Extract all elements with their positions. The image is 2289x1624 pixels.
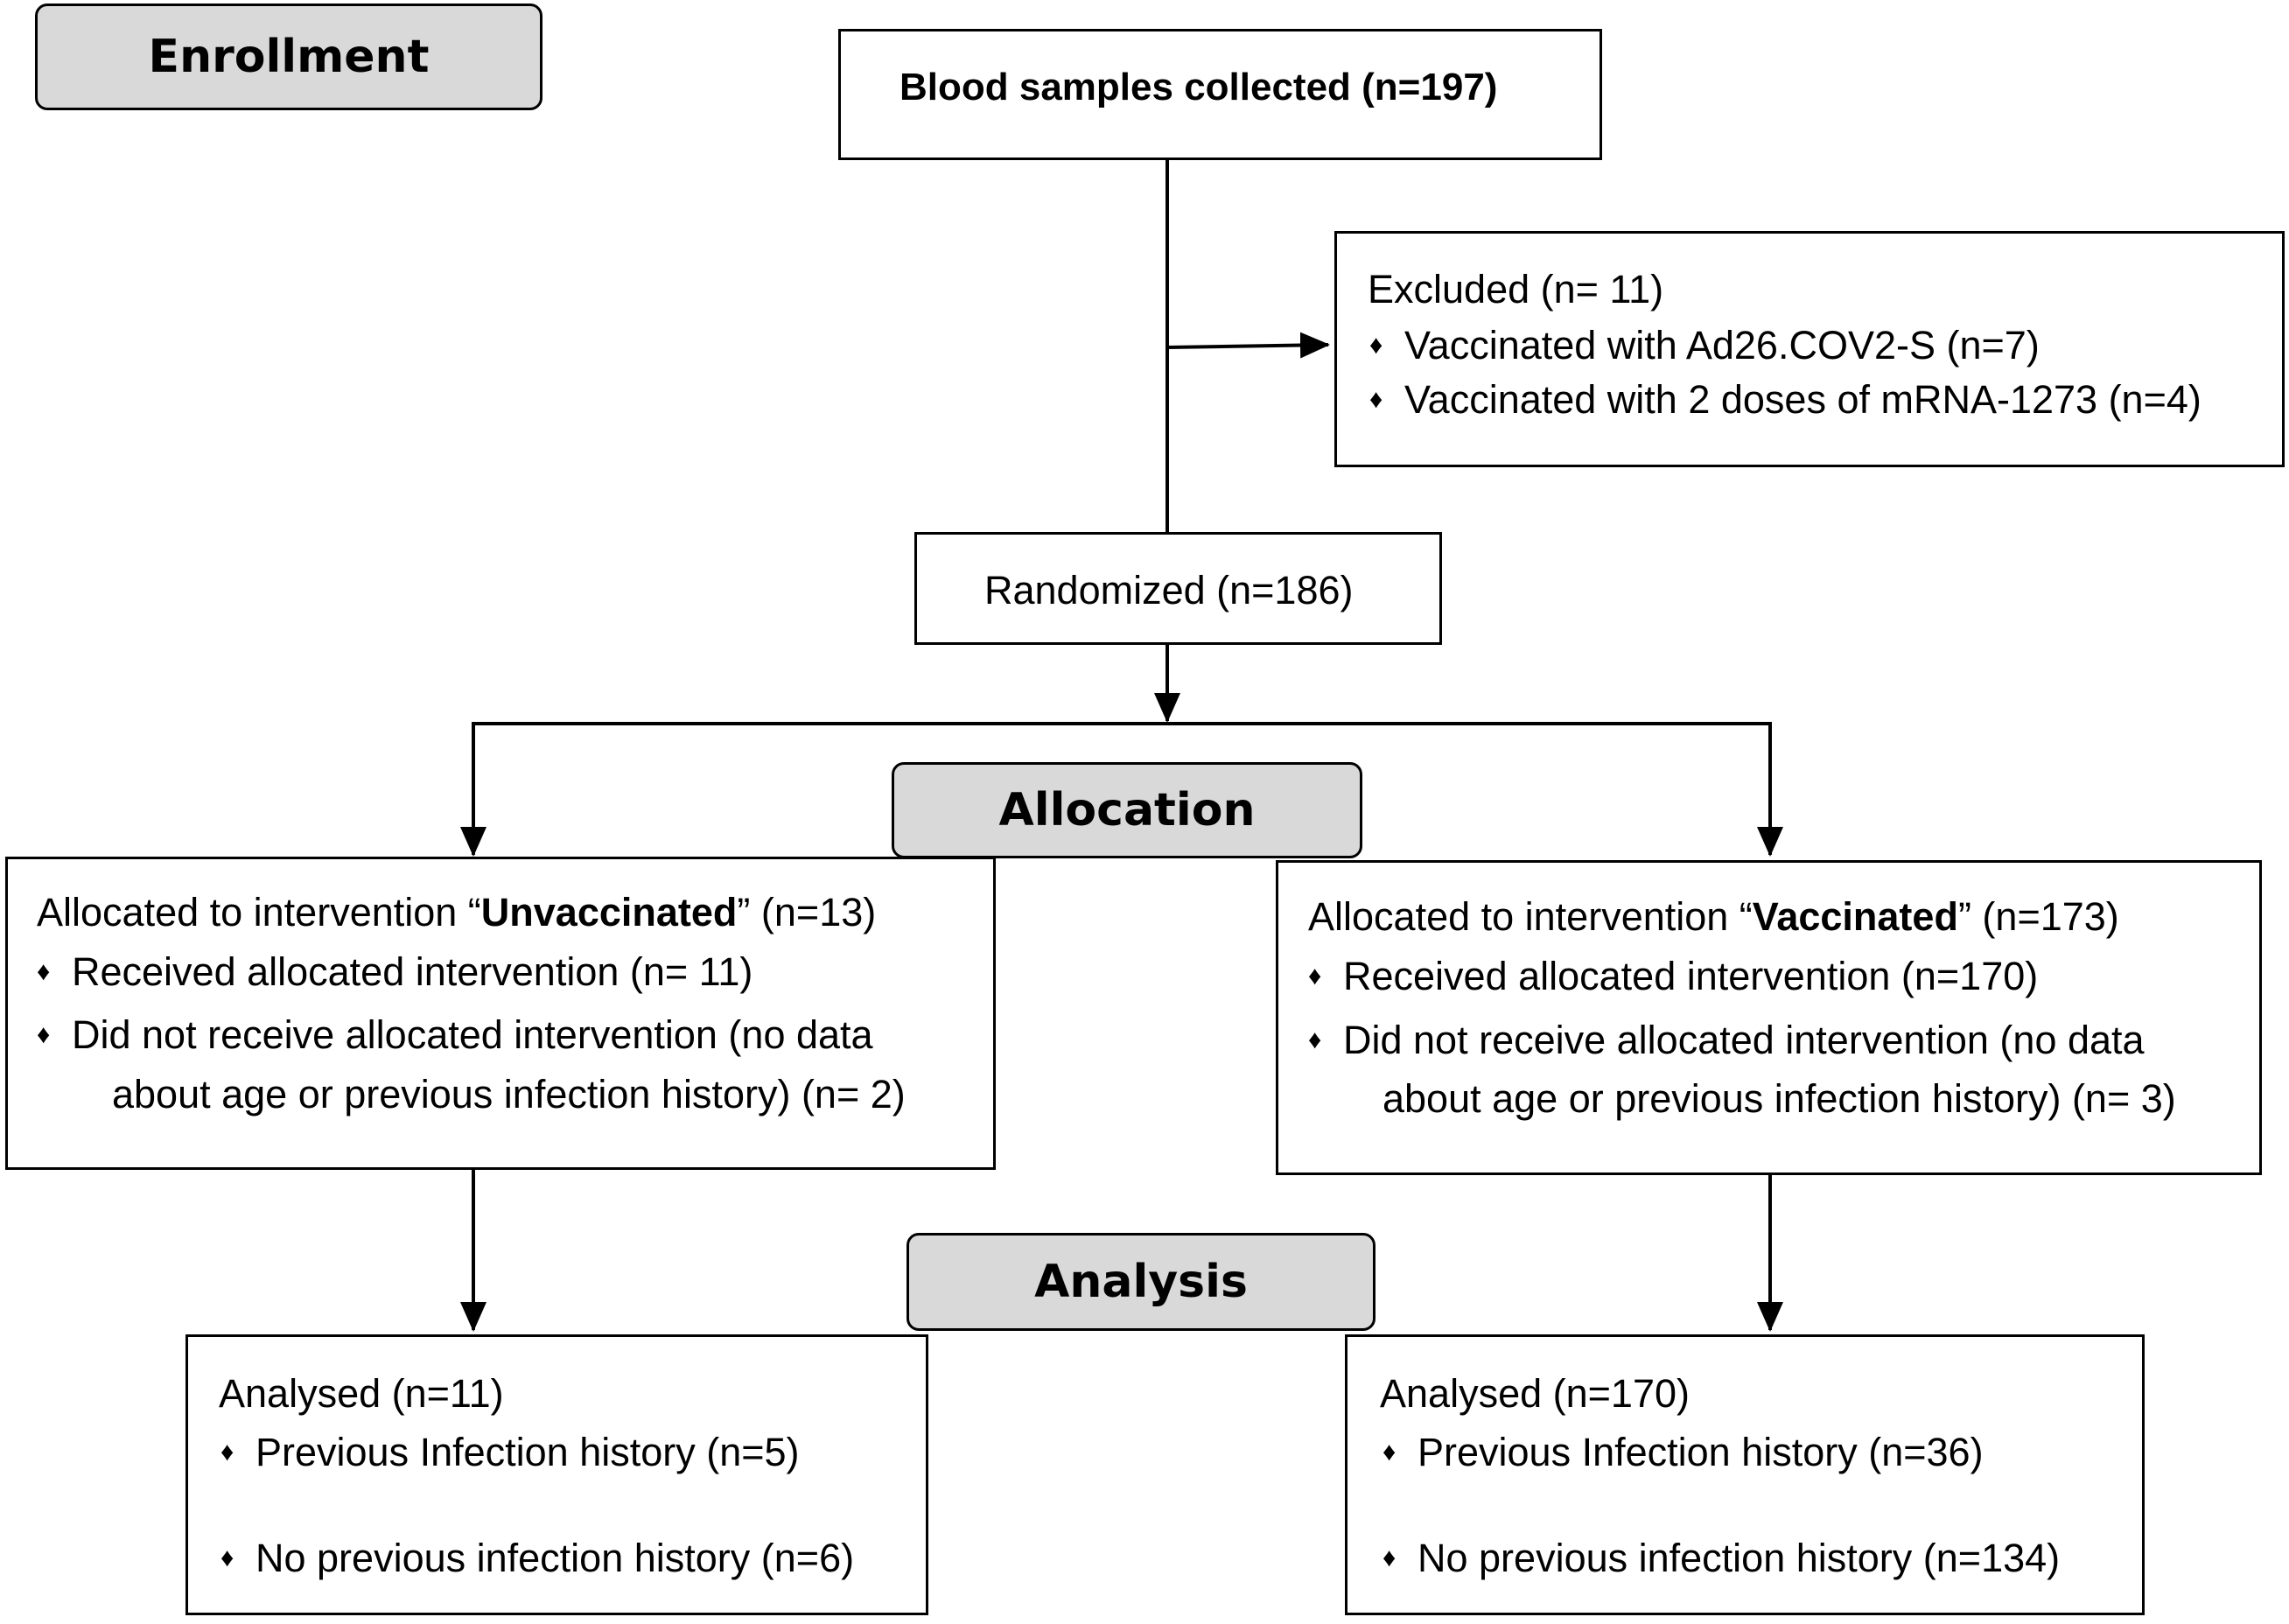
analysed-left-title: Analysed (n=11) xyxy=(219,1371,504,1416)
bullet-icon: ♦ xyxy=(1369,385,1383,414)
analysed-right-box xyxy=(1345,1334,2145,1615)
analysed-right-previous: ♦Previous Infection history (n=36) xyxy=(1382,1430,1984,1474)
excluded-box xyxy=(1334,231,2285,467)
bullet-icon: ♦ xyxy=(1308,1026,1322,1054)
excluded-title: Excluded (n= 11) xyxy=(1368,267,1664,312)
unvaccinated-title: Allocated to intervention “Unvaccinated”… xyxy=(37,890,877,934)
analysed-left-previous: ♦Previous Infection history (n=5) xyxy=(220,1430,800,1474)
randomized-label: Randomized (n=186) xyxy=(984,568,1354,612)
unvaccinated-received: ♦Received allocated intervention (n= 11) xyxy=(37,949,753,994)
analysed-right-no-previous: ♦No previous infection history (n=134) xyxy=(1382,1536,2061,1580)
collected-label: Blood samples collected (n=197) xyxy=(900,66,1498,108)
vaccinated-not-received: ♦Did not receive allocated intervention … xyxy=(1308,1018,2145,1062)
bullet-icon: ♦ xyxy=(1382,1438,1396,1466)
arrow-to-excluded xyxy=(1166,332,1330,359)
split-line xyxy=(472,722,1772,853)
excluded-item-ad26: ♦Vaccinated with Ad26.COV2-S (n=7) xyxy=(1369,323,2040,368)
bullet-icon: ♦ xyxy=(1308,962,1322,990)
bullet-icon: ♦ xyxy=(37,1020,51,1049)
unvaccinated-not-received-cont: about age or previous infection history)… xyxy=(112,1072,906,1116)
bullet-icon: ♦ xyxy=(220,1544,234,1572)
unvaccinated-box xyxy=(5,857,996,1170)
vaccinated-not-received-cont: about age or previous infection history)… xyxy=(1382,1076,2176,1121)
phase-allocation: Allocation xyxy=(892,762,1362,858)
collected-box xyxy=(838,29,1602,160)
phase-analysis: Analysis xyxy=(906,1233,1376,1331)
bullet-icon: ♦ xyxy=(1382,1544,1396,1572)
vaccinated-box xyxy=(1276,860,2262,1175)
unvaccinated-not-received: ♦Did not receive allocated intervention … xyxy=(37,1012,873,1057)
randomized-box xyxy=(914,532,1442,645)
vaccinated-title: Allocated to intervention “Vaccinated” (… xyxy=(1308,894,2119,939)
analysed-left-no-previous: ♦No previous infection history (n=6) xyxy=(220,1536,855,1580)
bullet-icon: ♦ xyxy=(220,1438,234,1466)
analysed-left-box xyxy=(186,1334,928,1615)
analysed-right-title: Analysed (n=170) xyxy=(1380,1371,1690,1416)
bullet-icon: ♦ xyxy=(37,957,51,986)
bullet-icon: ♦ xyxy=(1369,331,1383,360)
excluded-item-mrna: ♦Vaccinated with 2 doses of mRNA-1273 (n… xyxy=(1369,377,2202,422)
phase-enrollment: Enrollment xyxy=(35,4,542,110)
vaccinated-received: ♦Received allocated intervention (n=170) xyxy=(1308,954,2039,998)
